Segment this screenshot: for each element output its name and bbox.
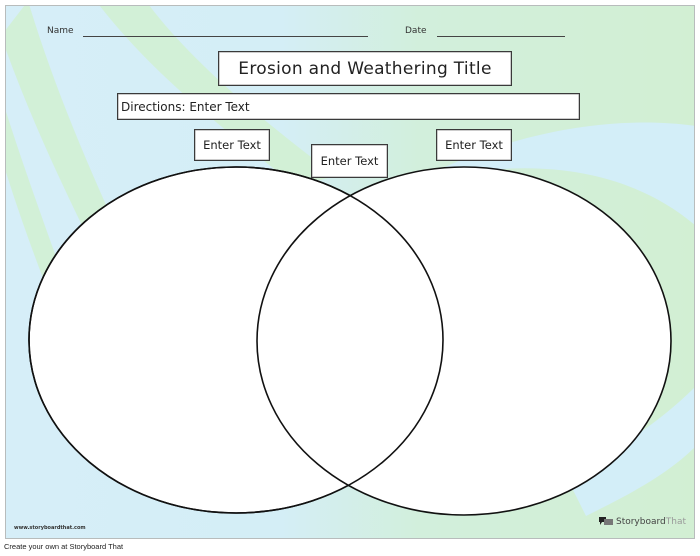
speech-bubbles-icon [598,517,613,525]
brand-name-bold: Storyboard [615,516,666,527]
brand-name-light: That [665,516,686,527]
venn-left-label[interactable]: Enter Text [194,129,270,161]
watermark-url: www.storyboardthat.com [14,525,86,531]
name-field-line[interactable] [83,36,368,37]
venn-left-circle-outline [28,166,444,514]
venn-right-circle-fill [257,167,671,515]
date-label: Date [405,26,427,36]
directions-text[interactable]: Directions: Enter Text [117,93,580,120]
worksheet-canvas: Name Date Erosion and Weathering Title D… [5,5,695,539]
venn-right-circle [256,166,672,516]
name-label: Name [47,26,74,36]
venn-middle-label[interactable]: Enter Text [311,144,388,178]
venn-diagram [28,166,672,516]
venn-right-label[interactable]: Enter Text [436,129,512,161]
date-field-line[interactable] [437,36,565,37]
create-your-own-link[interactable]: Create your own at Storyboard That [4,542,124,551]
worksheet-title[interactable]: Erosion and Weathering Title [218,51,512,86]
